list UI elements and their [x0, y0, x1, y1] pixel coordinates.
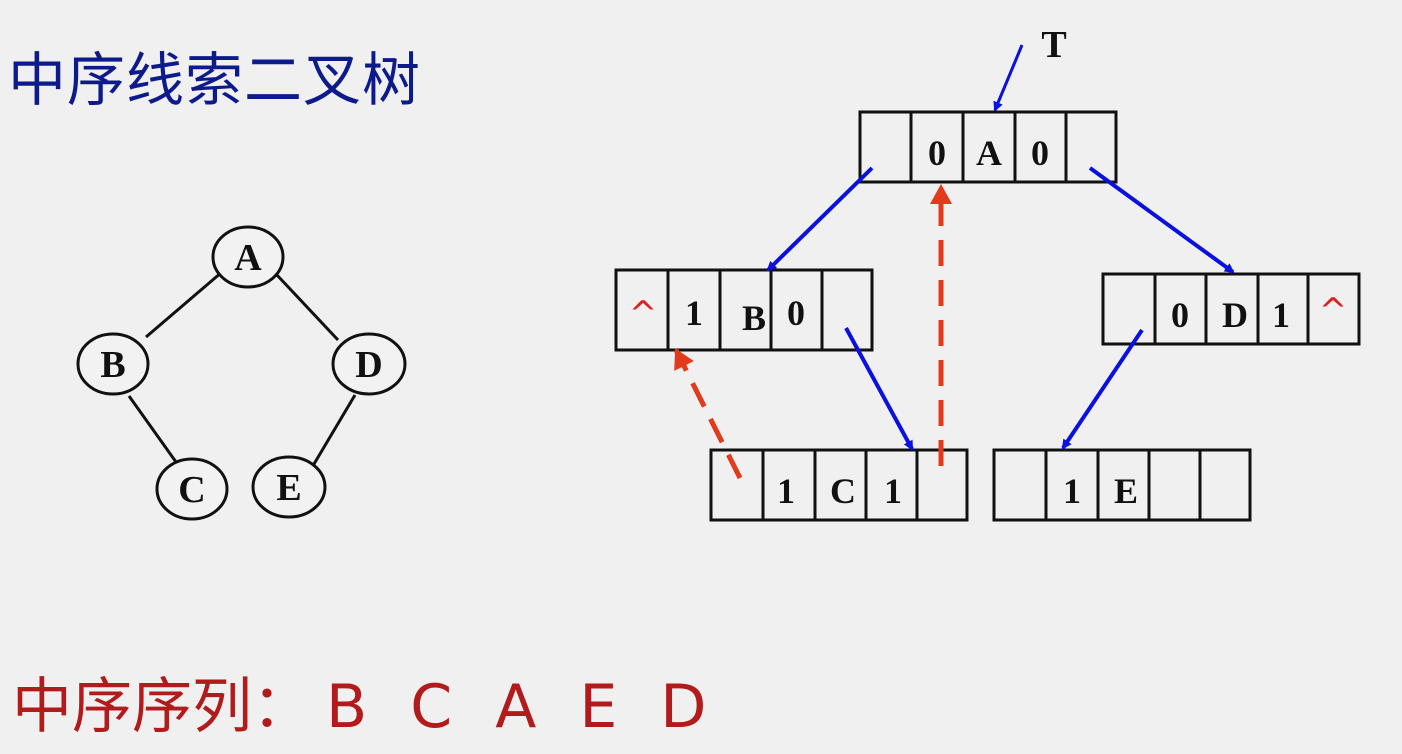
- null-pointer-caret: ^: [629, 294, 658, 334]
- tree-edge: [274, 272, 340, 342]
- record-b: ^ 1 B 0: [614, 268, 874, 352]
- tree-edge: [312, 394, 357, 465]
- record-cell: 0: [1031, 133, 1049, 173]
- svg-text:A: A: [234, 237, 262, 279]
- record-cell: C: [830, 471, 856, 511]
- svg-text:B: B: [100, 344, 125, 386]
- record-d: 0 D 1 ^: [1101, 272, 1361, 346]
- child-pointer-a-d: [1088, 166, 1235, 274]
- record-e: 1 E: [992, 448, 1252, 522]
- record-cell: 1: [1063, 471, 1081, 511]
- tree-edge: [127, 395, 178, 463]
- root-pointer: T: [993, 24, 1067, 112]
- child-pointer-a-b: [766, 166, 874, 272]
- record-cell: E: [1114, 471, 1138, 511]
- record-a: 0 A 0: [858, 110, 1118, 184]
- tree-node-e: E: [251, 455, 327, 519]
- inorder-values: B C A E D: [326, 672, 719, 742]
- tree-node-d: D: [331, 332, 407, 396]
- record-cell: 0: [787, 293, 805, 333]
- record-cell: D: [1222, 295, 1248, 335]
- inorder-label: 中序序列：: [12, 672, 312, 742]
- inorder-sequence: 中序序列：B C A E D: [12, 662, 719, 752]
- record-cell: A: [976, 133, 1002, 173]
- tree-edge: [145, 270, 223, 339]
- child-pointer-b-c: [844, 327, 914, 451]
- tree-node-b: B: [76, 332, 150, 396]
- record-c: 1 C 1: [709, 448, 969, 522]
- record-cell: 1: [777, 471, 795, 511]
- null-pointer-caret: ^: [1319, 291, 1348, 331]
- page-title: 中序线索二叉树: [8, 46, 422, 114]
- record-cell: 0: [1171, 295, 1189, 335]
- root-label: T: [1041, 24, 1066, 66]
- svg-text:C: C: [178, 469, 205, 511]
- record-cell: 0: [928, 133, 946, 173]
- tree-node-a: A: [211, 225, 285, 289]
- thread-c-to-b: [673, 348, 743, 480]
- record-cell: 1: [685, 293, 703, 333]
- record-cell: 1: [884, 471, 902, 511]
- record-cell: 1: [1272, 295, 1290, 335]
- tree-node-c: C: [155, 457, 229, 521]
- svg-text:D: D: [355, 344, 382, 386]
- svg-text:E: E: [276, 467, 301, 509]
- record-cell: B: [742, 298, 766, 338]
- binary-tree: A B D C E: [76, 225, 407, 521]
- child-pointer-d-e: [1061, 328, 1144, 450]
